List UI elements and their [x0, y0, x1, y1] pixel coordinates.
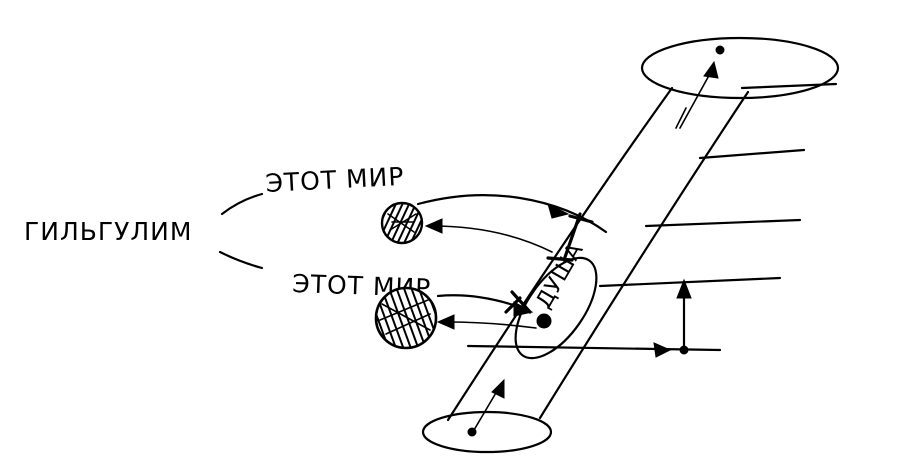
upper-world-ellipse — [640, 36, 840, 100]
lower-return-arrowhead — [436, 314, 455, 330]
gilgulim-label: ГИЛЬГУЛИМ — [24, 217, 192, 246]
vertical-arrowhead — [676, 278, 692, 299]
rung-4 — [598, 276, 782, 288]
branch-stroke-lower — [218, 250, 264, 270]
rung-3 — [644, 218, 802, 228]
upper-return-curve — [431, 225, 553, 253]
soul-tube — [421, 36, 840, 454]
upper-ellipse-dot — [715, 45, 725, 55]
rung-2 — [698, 148, 806, 160]
tube-path-arrowhead-lower — [491, 378, 505, 399]
rung-1 — [740, 82, 838, 90]
upper-return-arrowhead — [424, 218, 443, 234]
lower-outgoing-arrowhead — [513, 301, 534, 317]
tube-path-arrowhead-upper — [703, 60, 719, 79]
world-circle-upper — [380, 201, 424, 245]
lower-tube-crossmark — [504, 290, 532, 314]
upper-tube-crossmark — [546, 212, 594, 262]
upper-outgoing-arrowhead — [547, 203, 570, 219]
rung-5-arrowhead — [653, 342, 672, 358]
lower-ellipse-dot — [467, 427, 477, 437]
this-world-label-upper: ЭТОТ МИР — [265, 162, 405, 198]
rung-5-dot — [679, 345, 689, 355]
rung-5 — [466, 344, 722, 352]
upper-outgoing-curve — [416, 193, 608, 234]
world-circle-lower — [374, 286, 438, 350]
branch-stroke-upper — [220, 192, 264, 216]
lower-return-curve — [445, 321, 537, 329]
tube-path-arrow-upper — [679, 69, 713, 129]
soul-label: ДУША — [532, 239, 589, 313]
lower-world-ellipse — [421, 410, 553, 454]
soul-ellipse — [514, 256, 598, 360]
